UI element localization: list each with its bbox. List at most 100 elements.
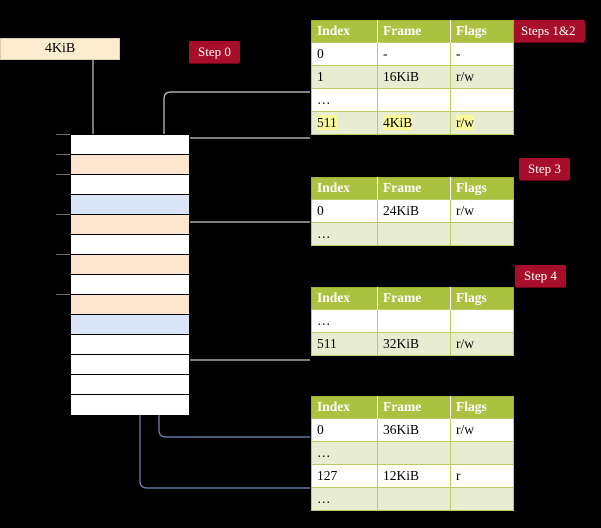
column-header-index: Index: [311, 396, 378, 419]
table-body: 0 - - 1 16KiB r/w … 511 4KiB r/w: [311, 42, 514, 135]
cell-frame: [377, 222, 451, 246]
column-header-index: Index: [311, 177, 378, 200]
page-size-label: 4KiB: [44, 41, 76, 56]
cell-frame: [377, 309, 451, 333]
table-body: 0 36KiB r/w … 127 12KiB r …: [311, 418, 514, 511]
column-header-frame: Frame: [377, 177, 451, 200]
table-row[interactable]: 0 24KiB r/w: [311, 199, 514, 223]
table-steps-1-2: Index Frame Flags 0 - - 1 16KiB r/w … 51…: [311, 20, 514, 135]
table-row[interactable]: …: [311, 441, 514, 465]
memory-tick: [56, 294, 70, 295]
column-header-flags: Flags: [450, 177, 514, 200]
table-row[interactable]: 0 - -: [311, 42, 514, 66]
memory-frame-row[interactable]: [71, 395, 189, 415]
memory-frame-row[interactable]: [71, 315, 189, 335]
table-header-row: Index Frame Flags: [311, 287, 514, 310]
memory-frame-row[interactable]: [71, 195, 189, 215]
cell-flags: r/w: [450, 332, 514, 356]
cell-flags: [450, 222, 514, 246]
memory-frame-row[interactable]: [71, 335, 189, 355]
table-row[interactable]: …: [311, 88, 514, 112]
badge-step-4: Step 4: [515, 265, 566, 287]
table-body: … 511 32KiB r/w: [311, 309, 514, 356]
cell-frame: 12KiB: [377, 464, 451, 488]
cell-flags: r/w: [450, 65, 514, 89]
cell-frame: 32KiB: [377, 332, 451, 356]
cell-frame: 24KiB: [377, 199, 451, 223]
cell-flags: [450, 309, 514, 333]
memory-frame-row[interactable]: [71, 255, 189, 275]
cell-frame: 36KiB: [377, 418, 451, 442]
memory-frame-row[interactable]: [71, 135, 189, 155]
memory-frame-row[interactable]: [71, 235, 189, 255]
memory-tick: [56, 214, 70, 215]
wire-step4-up: [166, 303, 310, 361]
cell-index: 0: [311, 199, 378, 223]
memory-tick: [56, 254, 70, 255]
cell-frame: [377, 88, 451, 112]
column-header-frame: Frame: [377, 396, 451, 419]
page-size-box: 4KiB: [0, 38, 120, 60]
table-header-row: Index Frame Flags: [311, 177, 514, 200]
cell-flags: [450, 88, 514, 112]
cell-index: 1: [311, 65, 378, 89]
cell-index: …: [311, 441, 378, 465]
column-header-flags: Flags: [450, 20, 514, 43]
table-row[interactable]: 0 36KiB r/w: [311, 418, 514, 442]
table-row[interactable]: …: [311, 487, 514, 511]
table-row[interactable]: 1 16KiB r/w: [311, 65, 514, 89]
memory-frame-row[interactable]: [71, 375, 189, 395]
memory-tick: [56, 154, 70, 155]
memory-frame-row[interactable]: [71, 295, 189, 315]
memory-tick: [56, 134, 70, 135]
cell-flags: [450, 487, 514, 511]
memory-frame-row[interactable]: [71, 215, 189, 235]
cell-flags: r: [450, 464, 514, 488]
cell-flags: r/w: [450, 418, 514, 442]
memory-frame-row[interactable]: [71, 275, 189, 295]
cell-index: 0: [311, 418, 378, 442]
cell-index: …: [311, 88, 378, 112]
table-row[interactable]: …: [311, 309, 514, 333]
table-row[interactable]: …: [311, 222, 514, 246]
cell-index: 511: [311, 111, 378, 135]
column-header-index: Index: [311, 20, 378, 43]
cell-frame: 16KiB: [377, 65, 451, 89]
cell-frame: -: [377, 42, 451, 66]
badge-steps-1-2: Steps 1&2: [512, 20, 585, 42]
badge-step-3: Step 3: [519, 158, 570, 180]
table-frames: Index Frame Flags 0 36KiB r/w … 127 12Ki…: [311, 396, 514, 511]
cell-flags: -: [450, 42, 514, 66]
badge-step-0: Step 0: [189, 41, 240, 63]
column-header-flags: Flags: [450, 396, 514, 419]
cell-flags: r/w: [450, 199, 514, 223]
wire-step3-down: [172, 221, 310, 262]
cell-index: …: [311, 222, 378, 246]
cell-frame: [377, 487, 451, 511]
table-header-row: Index Frame Flags: [311, 20, 514, 43]
memory-frame-row[interactable]: [71, 175, 189, 195]
column-header-flags: Flags: [450, 287, 514, 310]
cell-index: 0: [311, 42, 378, 66]
memory-frame-row[interactable]: [71, 355, 189, 375]
table-header-row: Index Frame Flags: [311, 396, 514, 419]
cell-index: 127: [311, 464, 378, 488]
table-row[interactable]: 127 12KiB r: [311, 464, 514, 488]
memory-frame-row[interactable]: [71, 155, 189, 175]
cell-frame: [377, 441, 451, 465]
cell-flags: [450, 441, 514, 465]
cell-index: 511: [311, 332, 378, 356]
table-row-highlighted[interactable]: 511 4KiB r/w: [311, 111, 514, 135]
column-header-frame: Frame: [377, 20, 451, 43]
cell-frame: 4KiB: [377, 111, 451, 135]
table-step-4: Index Frame Flags … 511 32KiB r/w: [311, 287, 514, 356]
cell-flags: r/w: [450, 111, 514, 135]
wire-step12-down: [171, 137, 310, 229]
cell-index: …: [311, 487, 378, 511]
cell-index: …: [311, 309, 378, 333]
column-header-index: Index: [311, 287, 378, 310]
column-header-frame: Frame: [377, 287, 451, 310]
table-step-3: Index Frame Flags 0 24KiB r/w …: [311, 177, 514, 246]
table-row[interactable]: 511 32KiB r/w: [311, 332, 514, 356]
physical-memory-column: [70, 134, 190, 415]
